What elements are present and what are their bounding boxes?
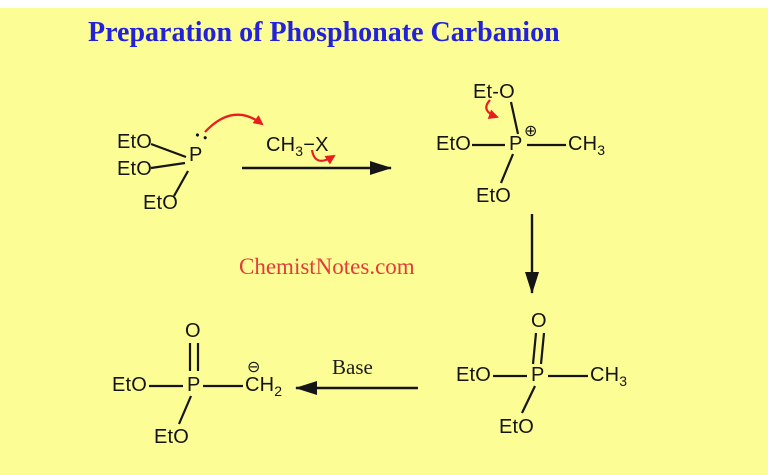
reagent-sub: 3 (295, 143, 304, 159)
bond (150, 161, 186, 170)
methyl-sub: 3 (619, 373, 628, 389)
bond (177, 395, 193, 425)
phosphorus-label: P (509, 133, 523, 155)
bond (499, 153, 515, 184)
watermark-text: ChemistNotes.com (239, 254, 415, 279)
reagent-formula: CH3−X (266, 134, 329, 158)
top-white-strip (0, 0, 768, 8)
eto-label: EtO (436, 133, 472, 155)
eto-label: EtO (117, 131, 153, 153)
eto-label: EtO (154, 426, 190, 448)
methyl-label: CH3 (568, 133, 605, 157)
double-bond (539, 332, 546, 365)
bond (150, 142, 187, 159)
eto-label: EtO (117, 158, 153, 180)
curved-arrow-nucleophilic-attack (204, 113, 264, 133)
double-bond (531, 332, 538, 365)
methylene-sub: 2 (274, 383, 283, 399)
bond (521, 385, 536, 414)
minus-charge-icon: ⊖ (247, 357, 261, 376)
phosphorus-label: P (531, 364, 545, 386)
oxygen-label: O (185, 320, 201, 342)
reagent-halide: −X (303, 134, 329, 156)
base-reagent-label: Base (332, 355, 373, 379)
methylene-label: CH2 (245, 374, 282, 398)
phosphorus-label: P (189, 144, 203, 166)
methyl-main: CH (568, 133, 598, 155)
bond (509, 101, 520, 135)
curved-arrow-dealkylation (485, 99, 499, 120)
methyl-main: CH (590, 364, 620, 386)
methylene-main: CH (245, 374, 275, 396)
eto-label: EtO (112, 374, 148, 396)
page-title: Preparation of Phosphonate Carbanion (88, 17, 560, 48)
methyl-label: CH3 (590, 364, 627, 388)
eto-label: EtO (499, 416, 535, 438)
curved-arrow-leaving-group (310, 149, 336, 165)
et-o-leaving-label: Et-O (473, 81, 515, 103)
oxygen-label: O (531, 310, 547, 332)
eto-label: EtO (143, 192, 179, 214)
eto-label: EtO (456, 364, 492, 386)
methyl-sub: 3 (597, 142, 606, 158)
plus-charge-icon: ⊕ (524, 121, 538, 140)
phosphorus-label: P (187, 374, 201, 396)
bond (173, 170, 189, 197)
reagent-main: CH (266, 134, 296, 156)
eto-label: EtO (476, 185, 512, 207)
